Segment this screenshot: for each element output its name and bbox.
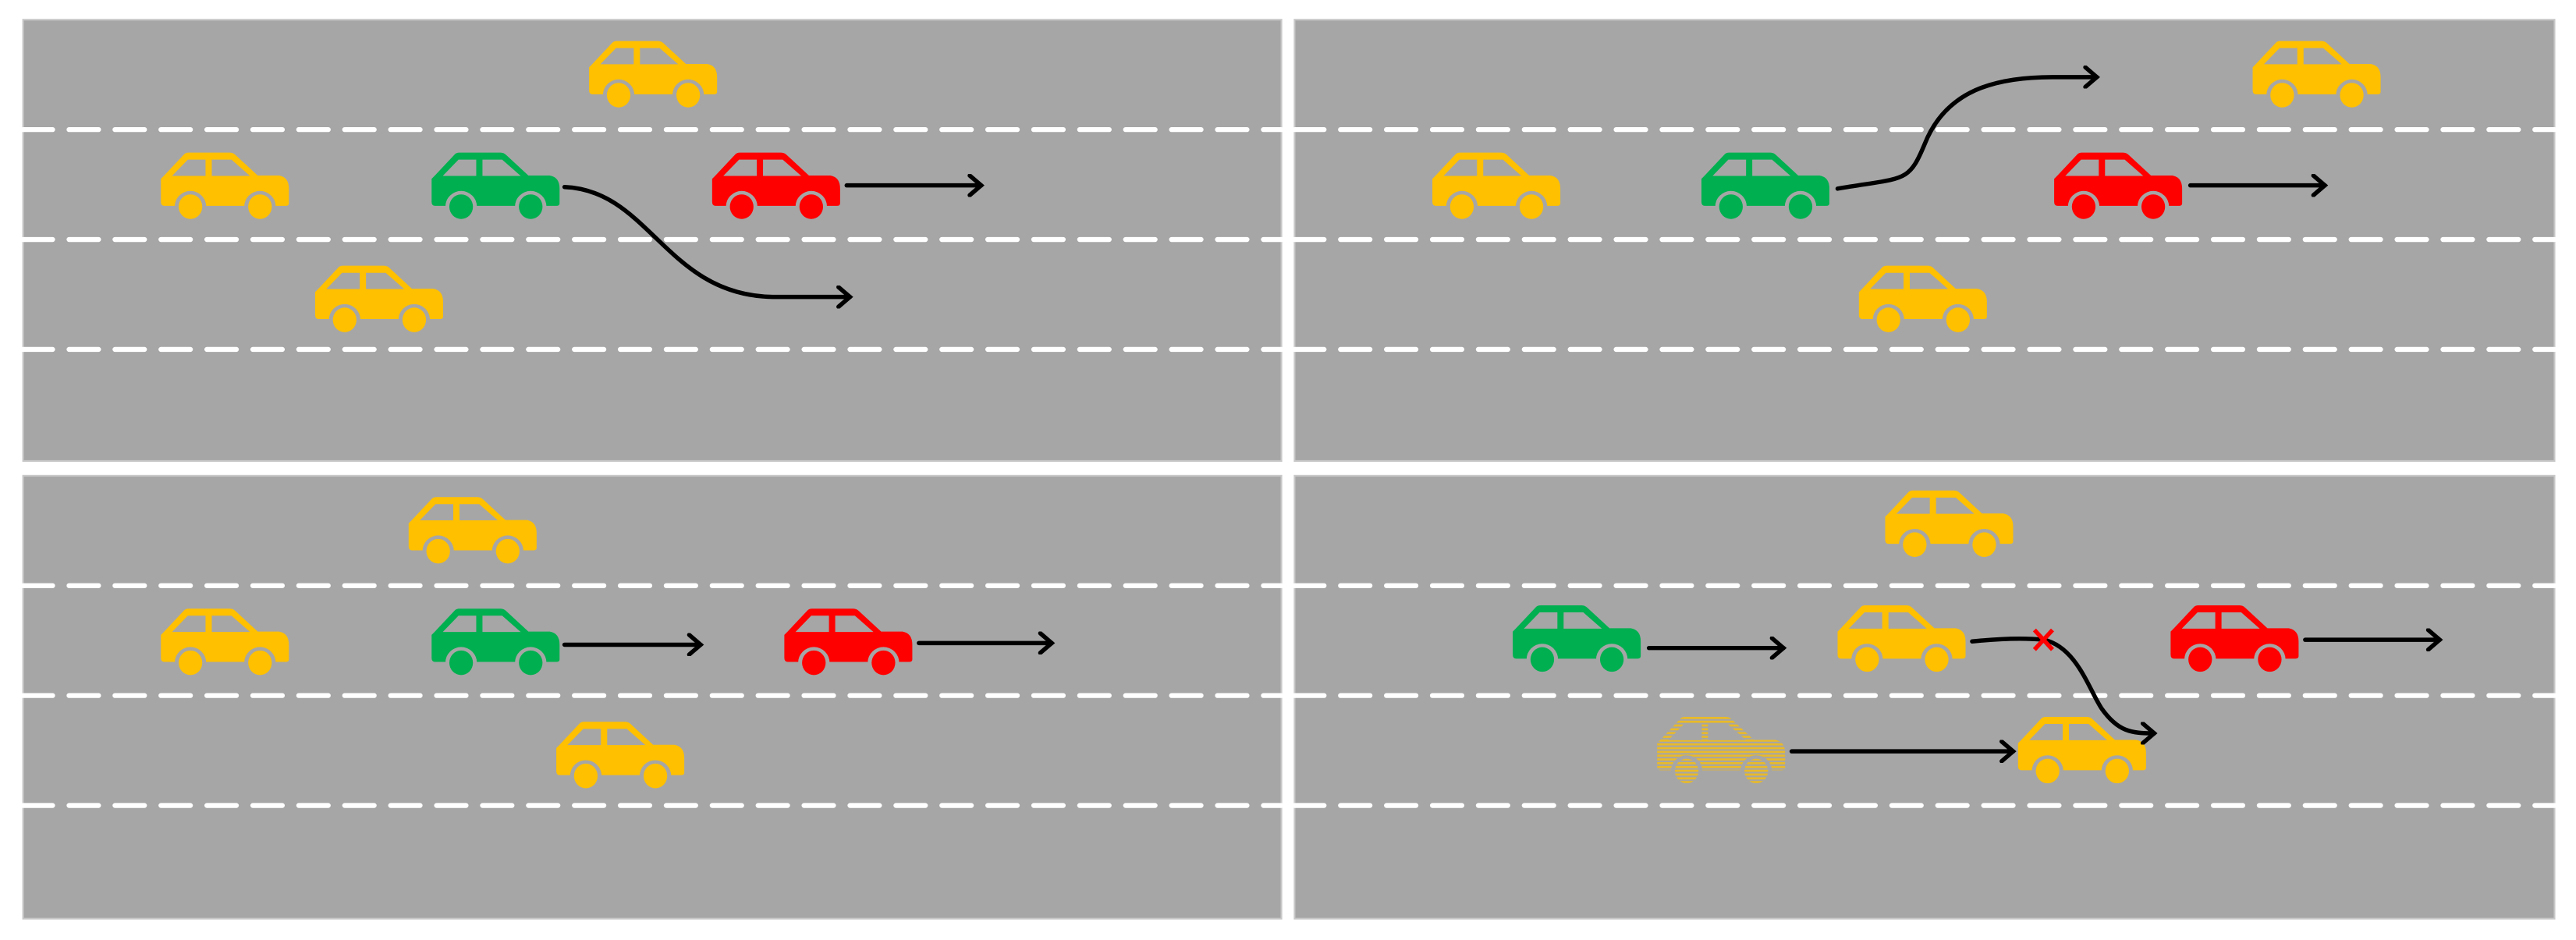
lane-change-arrow [562, 185, 850, 297]
panel-bottom-left [20, 474, 1284, 920]
panel-top-left [20, 19, 1284, 462]
cut-in-arrow [1970, 637, 2154, 733]
cross-icon [2032, 628, 2054, 651]
panel-top-right [1292, 19, 2557, 462]
panel-bottom-right [1292, 474, 2557, 920]
lane-change-arrow [1835, 77, 2096, 191]
